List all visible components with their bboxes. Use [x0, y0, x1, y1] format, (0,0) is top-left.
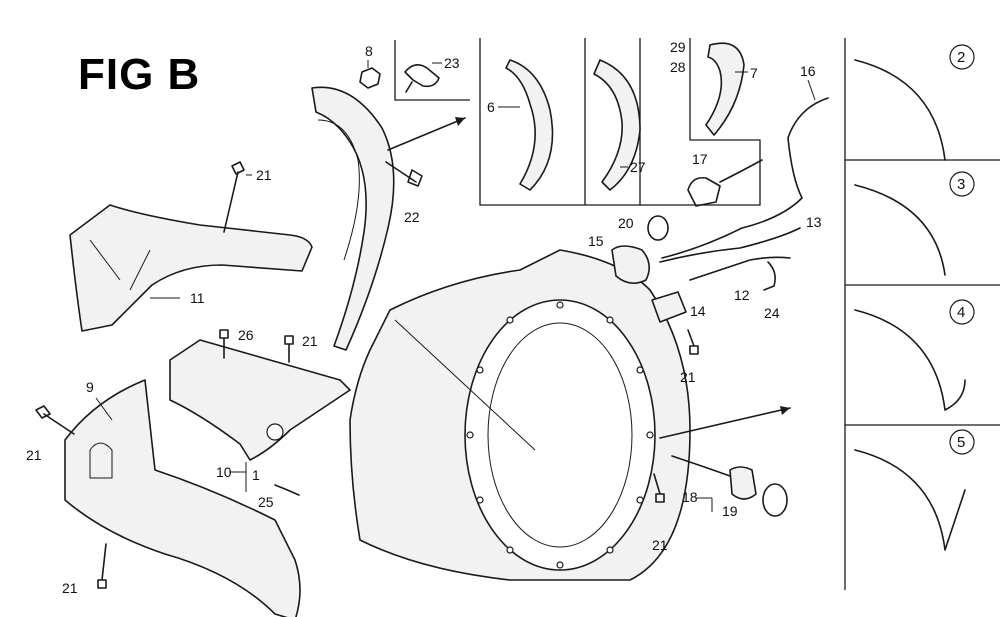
- part-socket-15: [611, 245, 650, 284]
- callout-23: 23: [444, 55, 460, 71]
- callout-22: 22: [404, 209, 420, 225]
- part-wire-16: [661, 97, 829, 259]
- part-clamp-24: [763, 261, 776, 291]
- callout-21-f: 21: [680, 369, 696, 385]
- callout-21-a: 21: [256, 167, 272, 183]
- callout-25: 25: [258, 494, 274, 510]
- callout-13: 13: [806, 214, 822, 230]
- figure-title: FIG B: [78, 50, 201, 99]
- callout-21-b: 21: [302, 333, 318, 349]
- part-fan-housing: [349, 249, 691, 581]
- callout-19: 19: [722, 503, 738, 519]
- part-clip-23: [404, 64, 440, 93]
- part-plate-27: [593, 59, 641, 191]
- callout-21-e: 21: [652, 537, 668, 553]
- part-wire-13: [659, 227, 801, 263]
- callout-27: 27: [630, 159, 646, 175]
- callout-9: 9: [86, 379, 94, 395]
- callout-15: 15: [588, 233, 604, 249]
- leader-lines: [95, 60, 816, 512]
- part-wire-12: [689, 256, 791, 281]
- direction-arrows: [387, 117, 791, 439]
- callout-18: 18: [682, 489, 698, 505]
- part-relay-14: [651, 291, 687, 323]
- part-ring-19: [762, 483, 788, 517]
- callout-17: 17: [692, 151, 708, 167]
- inset-label-3: 3: [957, 176, 965, 193]
- callout-10: 10: [216, 464, 232, 480]
- part-nut-8: [359, 67, 381, 89]
- callout-1: 1: [252, 467, 260, 483]
- part-plate-6: [505, 59, 554, 191]
- part-bracket-10: [169, 339, 351, 461]
- callout-6: 6: [487, 99, 495, 115]
- callout-11: 11: [190, 290, 205, 306]
- part-shroud-upper: [311, 86, 395, 351]
- inset-panels: [844, 38, 1000, 590]
- inset-label-4: 4: [957, 304, 965, 321]
- callout-16: 16: [800, 63, 816, 79]
- inset-label-2: 2: [957, 49, 965, 66]
- inset-label-5: 5: [957, 434, 965, 451]
- callout-29: 29: [670, 39, 686, 55]
- callout-21-d: 21: [62, 580, 78, 596]
- callout-21-c: 21: [26, 447, 42, 463]
- callout-12: 12: [734, 287, 750, 303]
- bolt-icons: [35, 161, 699, 589]
- part-plate-7: [705, 42, 745, 136]
- callout-7: 7: [750, 65, 758, 81]
- callout-14: 14: [690, 303, 706, 319]
- part-cover-11: [69, 204, 313, 332]
- part-outlet-18: [729, 466, 757, 500]
- part-switch-17: [687, 159, 763, 207]
- part-grommet-20: [647, 215, 669, 241]
- part-cover-9: [64, 379, 301, 617]
- callout-28: 28: [670, 59, 686, 75]
- callout-8: 8: [365, 43, 373, 59]
- callout-26: 26: [238, 327, 254, 343]
- callout-24: 24: [764, 305, 780, 321]
- callout-20: 20: [618, 215, 634, 231]
